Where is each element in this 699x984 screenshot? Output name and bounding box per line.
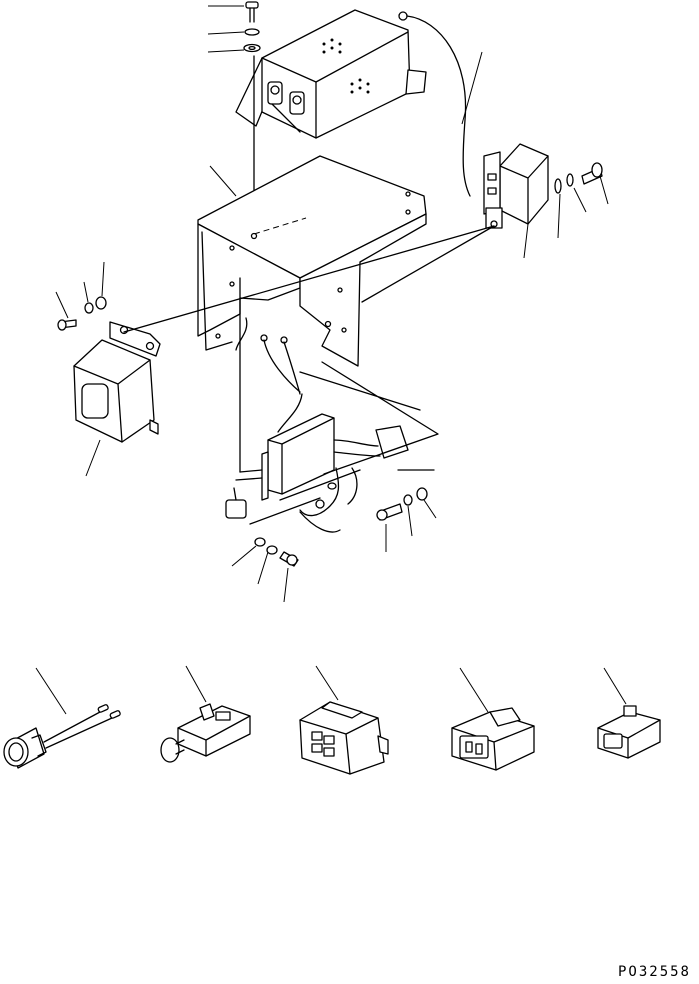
left-relay-hardware [58,297,106,330]
drawing-code: PO32558 [617,964,691,980]
vent-holes [322,38,370,94]
ring-terminal [399,12,407,20]
connector-c [598,668,660,758]
push-switch [161,666,250,762]
connector-b [452,668,534,770]
connector-a [300,666,388,774]
terminal-posts [268,82,304,132]
top-screw [244,2,260,52]
right-relay [362,144,548,302]
lamp-socket [4,668,121,768]
top-resistor-box [236,10,470,196]
wiring-harness [300,426,408,532]
mounting-bracket [198,156,426,366]
controller-unit [226,278,334,518]
bottom-hardware [255,488,427,566]
ground-wire [407,16,470,196]
right-relay-hardware [555,163,602,193]
left-relay [74,226,494,442]
